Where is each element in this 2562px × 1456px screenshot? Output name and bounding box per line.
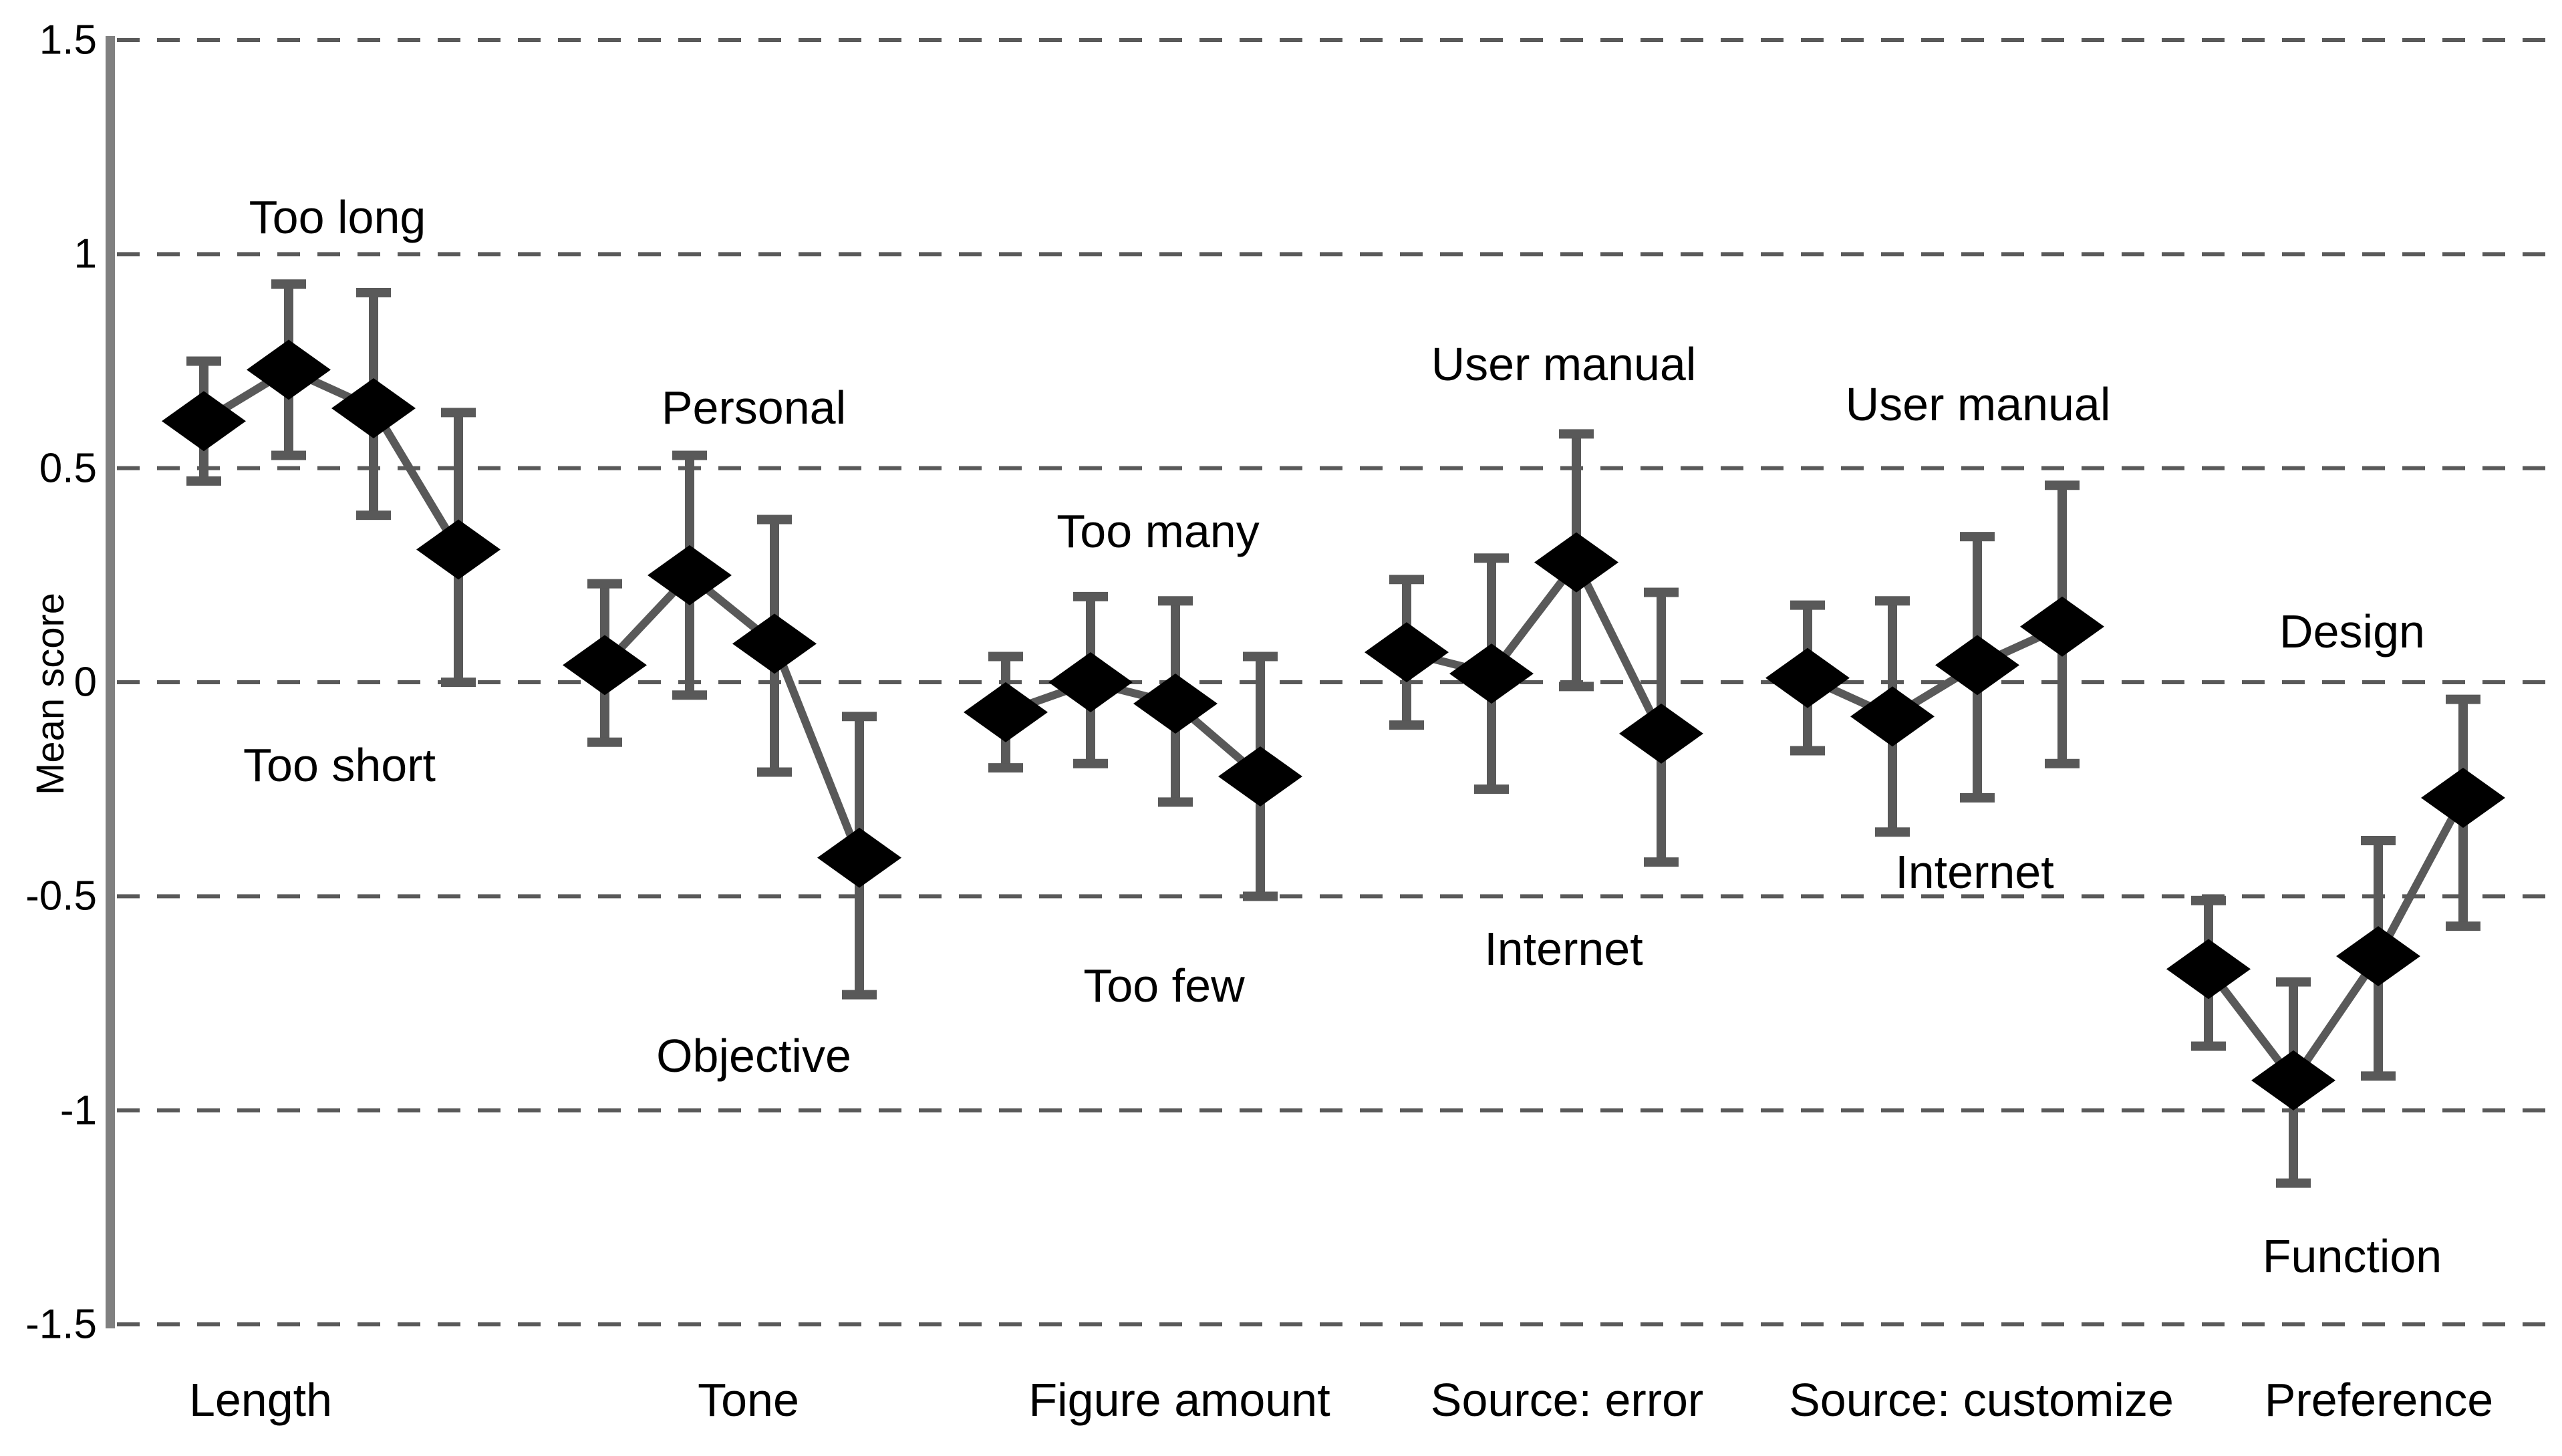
pole-annotation-11: Function [2262,1230,2442,1282]
data-point-marker [1449,643,1534,704]
data-point-marker [416,519,501,580]
series-connector-line [1405,555,1665,736]
data-point-marker [162,391,246,452]
x-axis-group-label-1: Tone [698,1374,799,1426]
y-tick-label: 1 [74,231,97,277]
x-axis-group-label-4: Source: customize [1789,1374,2174,1426]
y-axis-title: Mean score [29,592,72,795]
data-point-marker [247,339,331,400]
data-point-marker [331,378,416,438]
data-point-marker [2251,1050,2335,1111]
pole-annotation-7: Internet [1484,923,1643,975]
data-point-marker [1935,635,2019,696]
x-axis-group-label-5: Preference [2264,1374,2494,1426]
data-point-marker [1218,746,1302,807]
gridlines [117,38,2562,1326]
data-point-marker [964,682,1048,742]
series-connector-line [1806,623,2064,722]
y-tick-label: 0.5 [39,445,97,492]
data-point-marker [2020,596,2104,657]
data-series [162,279,2505,1188]
data-point-marker [1365,622,1449,683]
pole-annotation-0: Too long [249,191,426,243]
pole-annotation-5: Too few [1083,960,1245,1012]
pole-annotation-6: User manual [1431,338,1697,390]
pole-annotation-2: Personal [661,382,847,434]
data-point-marker [1534,532,1618,593]
data-point-marker [1133,674,1218,734]
data-point-marker [1765,647,1850,708]
series-connector-line [2205,796,2467,1088]
data-point-marker [563,635,647,696]
data-point-marker [2336,926,2420,987]
pole-annotation-9: Internet [1895,846,2054,898]
data-point-marker [648,545,732,605]
pole-annotation-4: Too many [1056,505,1260,557]
x-axis-group-label-3: Source: error [1430,1374,1704,1426]
y-tick-label: -1 [59,1087,97,1134]
series-connector-line [601,569,863,859]
series-connector-line [201,365,462,552]
y-tick-label: -1.5 [25,1301,97,1348]
y-tick-label: 0 [74,659,97,706]
data-point-marker [1048,652,1133,712]
x-axis-group-label-0: Length [188,1374,333,1426]
data-point-marker [732,613,817,674]
series-connector-line [1004,678,1263,780]
pole-annotation-3: Objective [656,1030,851,1082]
pole-annotation-10: Design [2279,605,2425,658]
y-tick-label: -0.5 [25,873,97,919]
pole-annotation-8: User manual [1845,378,2111,430]
x-axis-group-label-2: Figure amount [1028,1374,1330,1426]
y-tick-label: 1.5 [39,17,97,63]
data-point-marker [1850,686,1935,747]
data-point-marker [1619,703,1703,764]
data-point-marker [2166,939,2251,1000]
data-point-marker [817,827,901,888]
pole-annotation-1: Too short [243,739,436,791]
data-point-marker [2421,767,2505,828]
